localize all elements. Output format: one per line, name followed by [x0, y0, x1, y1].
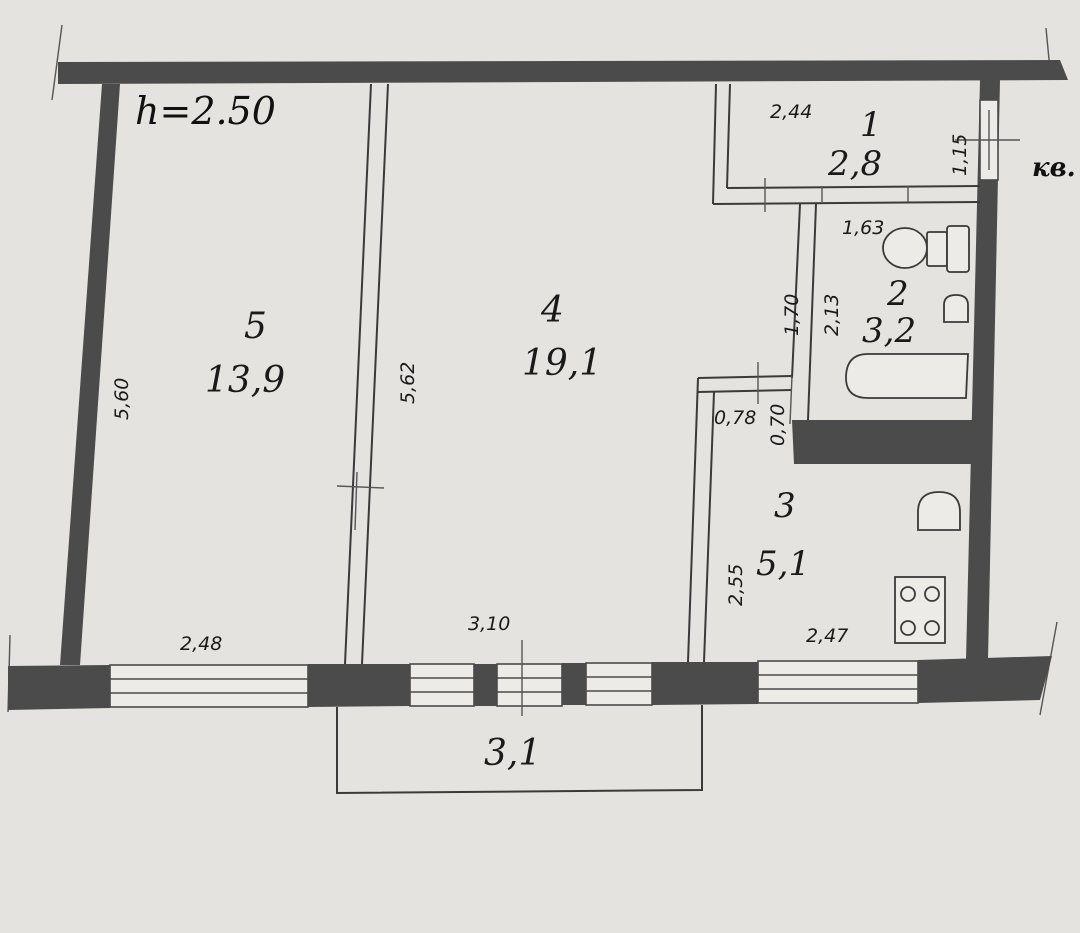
washbasin-icon — [943, 294, 969, 323]
wall-top — [58, 60, 1068, 84]
dim-room5-depth: 5,60 — [111, 378, 133, 420]
dim-room5-width: 2,48 — [180, 633, 222, 655]
room-area: 13,9 — [205, 360, 285, 401]
dim-bath-width: 1,63 — [842, 217, 884, 239]
partition-bathroom — [791, 203, 817, 421]
wall-bottom-pier-1 — [308, 664, 410, 707]
dim-kitchen-depth: 2,55 — [725, 564, 747, 606]
wall-bottom-pier-2 — [474, 664, 497, 706]
room-number: 5 — [244, 306, 267, 347]
dim-niche-depth: 0,70 — [767, 404, 789, 446]
dim-room1-depth: 1,15 — [949, 134, 971, 176]
room-area: 19,1 — [522, 343, 602, 384]
dim-room4-depth: 5,62 — [397, 362, 419, 404]
apartment-label: кв. — [1032, 153, 1076, 183]
window-room4-right — [585, 662, 653, 706]
dim-room1-width: 2,44 — [770, 101, 812, 123]
wall-right — [966, 80, 1000, 660]
dim-corridor-length: 1,70 — [781, 294, 803, 336]
wall-bottom-right — [918, 656, 1052, 703]
partition-room5-room4 — [344, 83, 389, 665]
dim-niche-width: 0,78 — [714, 407, 756, 429]
room-area: 5,1 — [756, 544, 810, 584]
dim-room4-width: 3,10 — [468, 613, 510, 635]
wall-left — [60, 84, 120, 665]
partition-room1 — [712, 83, 981, 212]
ceiling-height: h=2.50 — [135, 89, 276, 133]
balcony-area: 3,1 — [484, 733, 541, 774]
kitchen-sink-icon — [917, 491, 961, 531]
entrance-door — [955, 99, 1020, 181]
wall-bath-kitchen — [792, 420, 980, 464]
door-mark-room5 — [336, 485, 385, 489]
window-kitchen — [757, 660, 919, 704]
wall-bottom-pier-3 — [562, 663, 586, 705]
room-area: 2,8 — [827, 144, 882, 184]
toilet-icon — [882, 225, 970, 273]
dim-kitchen-width: 2,47 — [806, 625, 848, 647]
window-room4-left — [409, 663, 475, 707]
door-mark-room5-b — [354, 471, 358, 531]
wall-bottom-left — [8, 665, 110, 710]
window-room5 — [109, 664, 309, 708]
balcony-door — [496, 663, 563, 707]
dim-bath-depth: 2,13 — [821, 294, 843, 336]
guide-line-left — [51, 24, 63, 101]
wall-bottom-pier-4 — [652, 662, 758, 705]
room-number: 4 — [540, 290, 564, 331]
room-number: 3 — [774, 486, 796, 526]
room-number: 2 — [886, 274, 909, 314]
stove-icon — [894, 576, 946, 644]
bathtub-icon — [845, 353, 969, 399]
room-number: 1 — [860, 105, 882, 145]
room-area: 3,2 — [862, 311, 916, 351]
partition-niche — [687, 362, 793, 663]
balcony-outline — [336, 705, 703, 795]
